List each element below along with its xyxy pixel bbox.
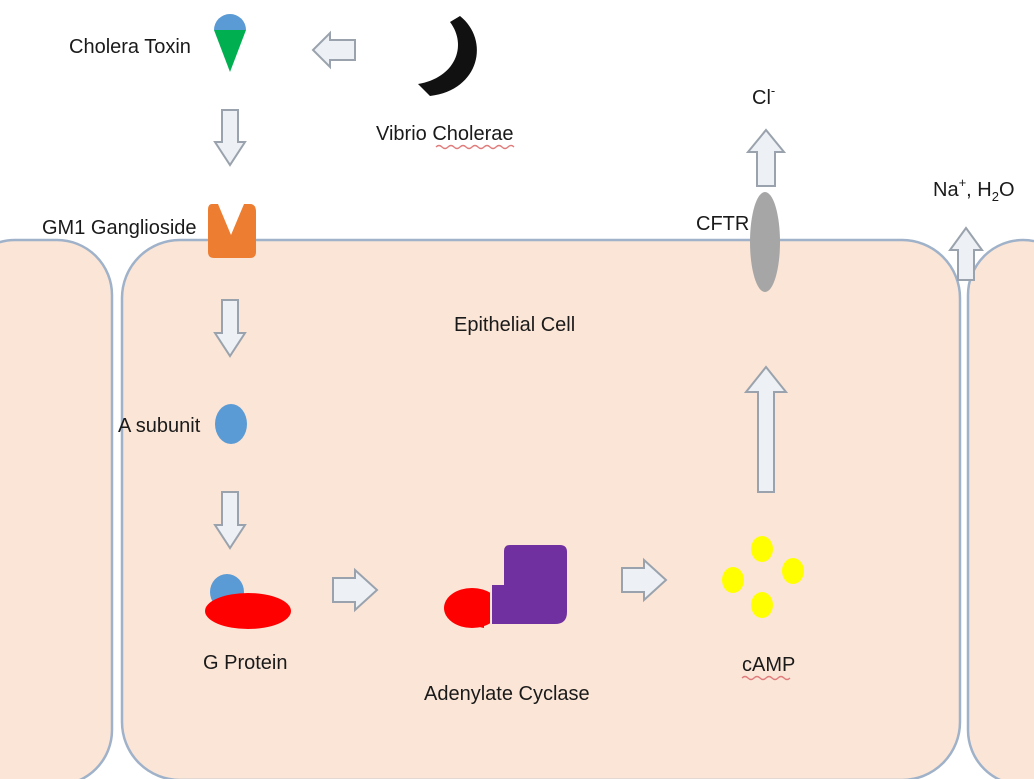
arrow-down-toxin-gm1 — [213, 109, 247, 167]
arrow-down-asubunit-gprotein — [213, 491, 247, 550]
label-cholera-toxin: Cholera Toxin — [69, 36, 191, 58]
arrow-right-gprotein-ac — [332, 567, 379, 613]
spellcheck-underline-camp — [741, 675, 791, 681]
g-protein-icon — [205, 574, 291, 629]
arrow-right-ac-camp — [621, 557, 668, 603]
label-a-subunit: A subunit — [118, 415, 201, 437]
label-h2o-subscript: 2 — [992, 189, 999, 204]
label-camp: cAMP — [742, 654, 795, 676]
label-cl-superscript: - — [771, 83, 775, 98]
label-cftr: CFTR — [696, 213, 749, 235]
arrow-left-toxin — [311, 30, 356, 70]
epithelial-cell — [120, 238, 962, 779]
label-chloride: Cl- — [752, 83, 775, 109]
label-na: Na — [933, 179, 959, 201]
vibrio-cholerae-icon — [418, 16, 477, 96]
left-neighbor-cell — [0, 238, 114, 779]
a-subunit-icon — [215, 404, 247, 444]
label-adenylate-cyclase: Adenylate Cyclase — [424, 683, 590, 705]
label-vibrio-word: Vibrio — [376, 123, 427, 145]
label-epithelial-cell: Epithelial Cell — [454, 314, 575, 336]
spellcheck-underline-cholerae — [435, 144, 515, 150]
label-gm1-ganglioside: GM1 Ganglioside — [42, 217, 197, 239]
camp-molecules-icon — [722, 536, 804, 618]
cftr-channel-icon — [750, 192, 780, 292]
label-cl: Cl — [752, 87, 771, 109]
label-cholerae-word: Cholerae — [432, 123, 513, 145]
label-vibrio-cholerae: Vibrio Cholerae — [376, 123, 514, 145]
label-separator-h: , H — [966, 179, 992, 201]
label-na-superscript: + — [959, 175, 967, 190]
label-g-protein: G Protein — [203, 652, 287, 674]
arrow-up-na-h2o — [948, 226, 984, 281]
gm1-ganglioside-icon — [208, 204, 256, 258]
label-h2o-o: O — [999, 179, 1015, 201]
arrow-up-cftr-cl — [745, 128, 787, 187]
label-na-h2o: Na+, H2O — [933, 175, 1015, 204]
adenylate-cyclase-icon — [444, 545, 567, 628]
right-neighbor-cell — [966, 238, 1034, 779]
cholera-toxin-icon — [214, 14, 246, 72]
arrow-down-gm1-asubunit — [213, 299, 247, 358]
arrow-up-camp-cftr — [743, 365, 789, 493]
